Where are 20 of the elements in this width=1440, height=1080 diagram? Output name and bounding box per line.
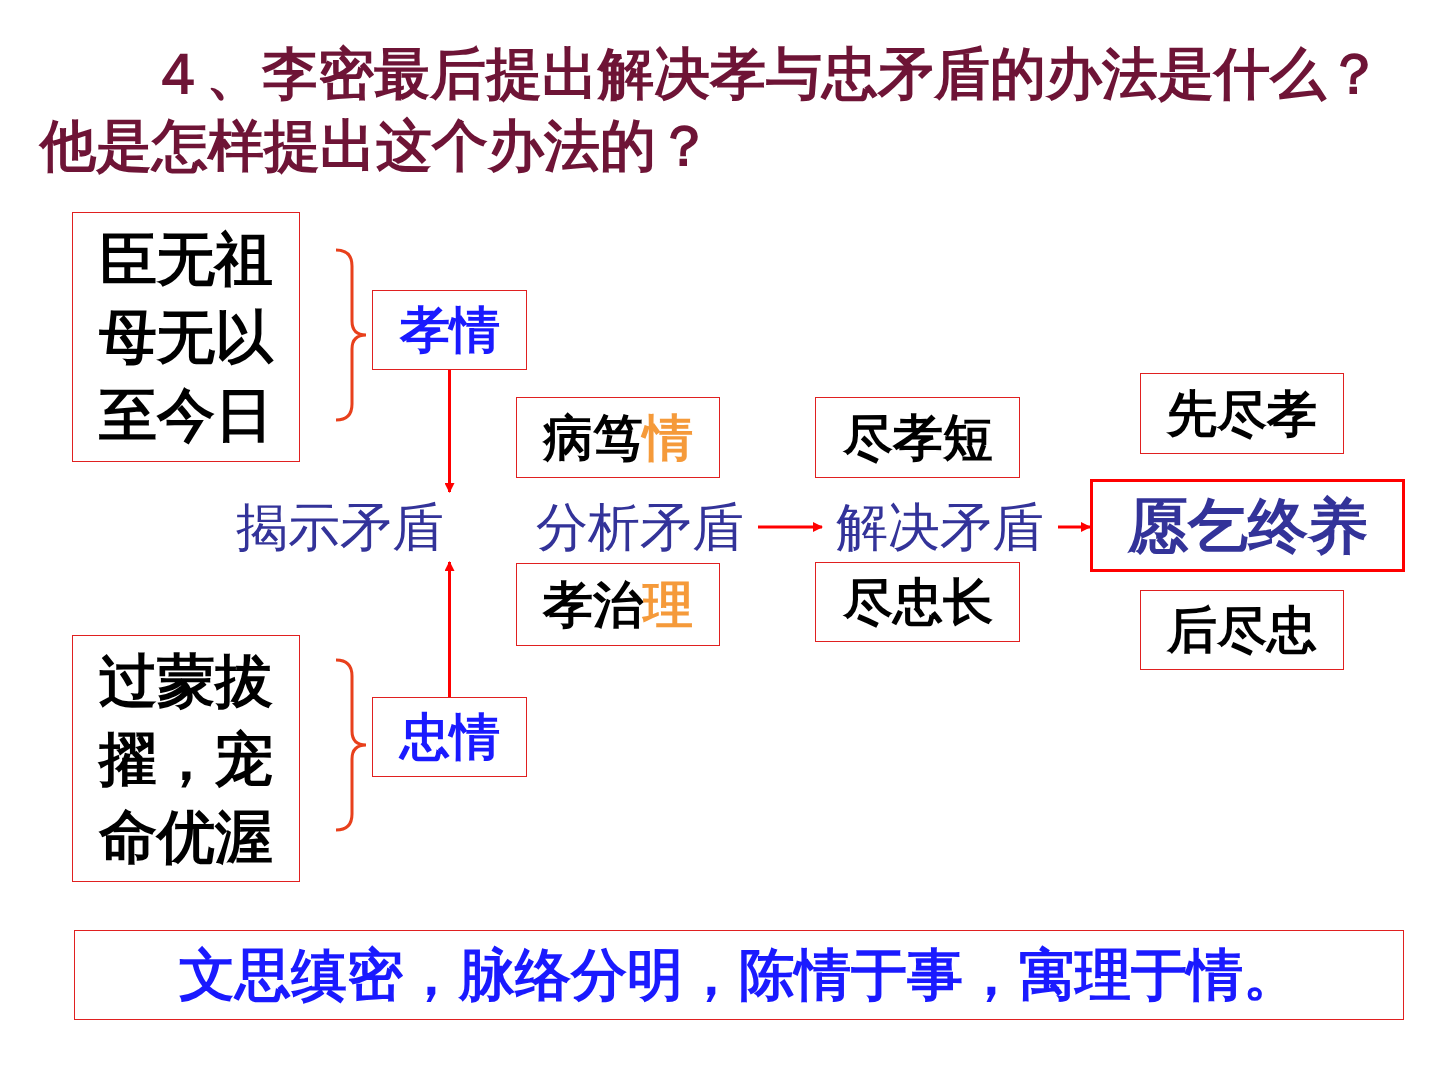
stage-label: 分析矛盾: [522, 492, 758, 562]
result-box: 愿乞终养: [1090, 479, 1405, 572]
summary-box: 文思缜密，脉络分明，陈情于事，寓理于情。: [74, 930, 1404, 1020]
text-box: 尽忠长: [815, 562, 1020, 642]
stage-label: 揭示矛盾: [222, 492, 458, 562]
text-box: 臣无祖母无以至今日: [72, 212, 300, 462]
text-box: 病笃情: [516, 397, 720, 478]
text-box: 孝治理: [516, 563, 720, 646]
label-box: 忠情: [372, 697, 527, 777]
arrow: [444, 561, 455, 697]
slide-title: ４、李密最后提出解决孝与忠矛盾的办法是什么？他是怎样提出这个办法的？: [40, 40, 1383, 180]
arrow: [444, 370, 455, 493]
arrow: [758, 522, 823, 532]
label-box: 孝情: [372, 290, 527, 370]
stage-label: 解决矛盾: [822, 492, 1058, 562]
text-box: 先尽孝: [1140, 373, 1344, 454]
text-box: 后尽忠: [1140, 590, 1344, 670]
arrow: [1058, 522, 1091, 532]
text-box: 尽孝短: [815, 397, 1020, 478]
text-box: 过蒙拔擢，宠命优渥: [72, 635, 300, 882]
